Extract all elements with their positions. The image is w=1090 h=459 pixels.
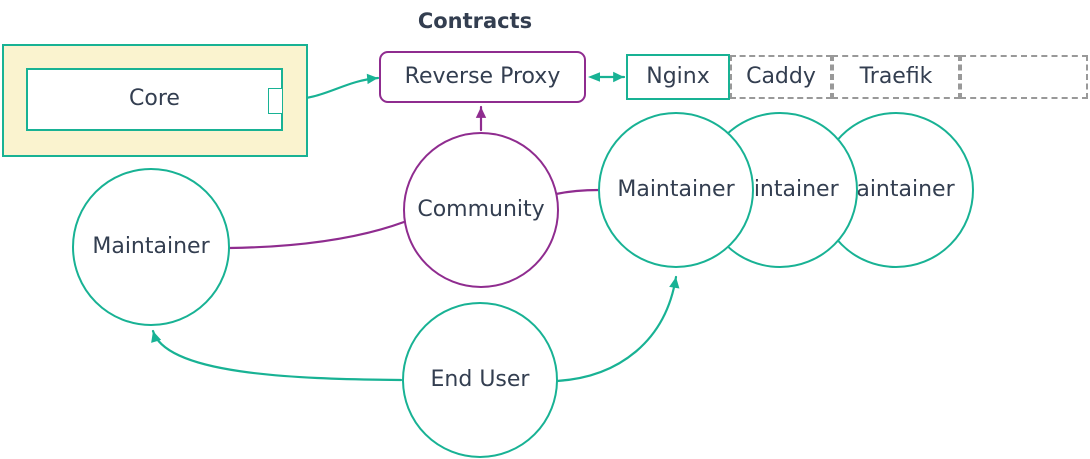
reverse-proxy-label: Reverse Proxy (404, 63, 561, 89)
core-node: Core (26, 68, 283, 131)
community-label: Community (417, 196, 545, 222)
maintainer-left-node: Maintainer (72, 168, 230, 326)
maintainer-front-label: Maintainer (617, 176, 735, 202)
caddy-label: Caddy (746, 63, 816, 89)
end-user-node: End User (402, 302, 558, 458)
core-label: Core (129, 86, 180, 112)
edge-reverse-proxy-nginx-left-arrowhead (588, 72, 600, 82)
end-user-label: End User (430, 366, 530, 392)
nginx-label: Nginx (646, 63, 710, 89)
proxy-option-empty (960, 55, 1088, 99)
proxy-option-nginx: Nginx (626, 54, 730, 100)
edge-community-to-maintainer-right (554, 188, 601, 196)
edge-enduser-to-maintainer-right (555, 275, 680, 383)
proxy-option-caddy: Caddy (730, 55, 832, 99)
proxy-option-traefik: Traefik (832, 55, 960, 99)
reverse-proxy-node: Reverse Proxy (379, 51, 586, 103)
edge-community-to-maintainer-left (227, 220, 406, 250)
core-output-port (268, 88, 283, 114)
maintainer-circle-back: Maintainer (818, 112, 974, 268)
edge-enduser-to-maintainer-left (151, 329, 403, 382)
maintainer-circle-front: Maintainer (598, 112, 754, 268)
diagram-title: Contracts (417, 9, 533, 33)
maintainer-left-label: Maintainer (92, 233, 210, 259)
core-container-box: Core (2, 44, 308, 157)
community-node: Community (403, 132, 559, 288)
traefik-label: Traefik (859, 63, 933, 89)
